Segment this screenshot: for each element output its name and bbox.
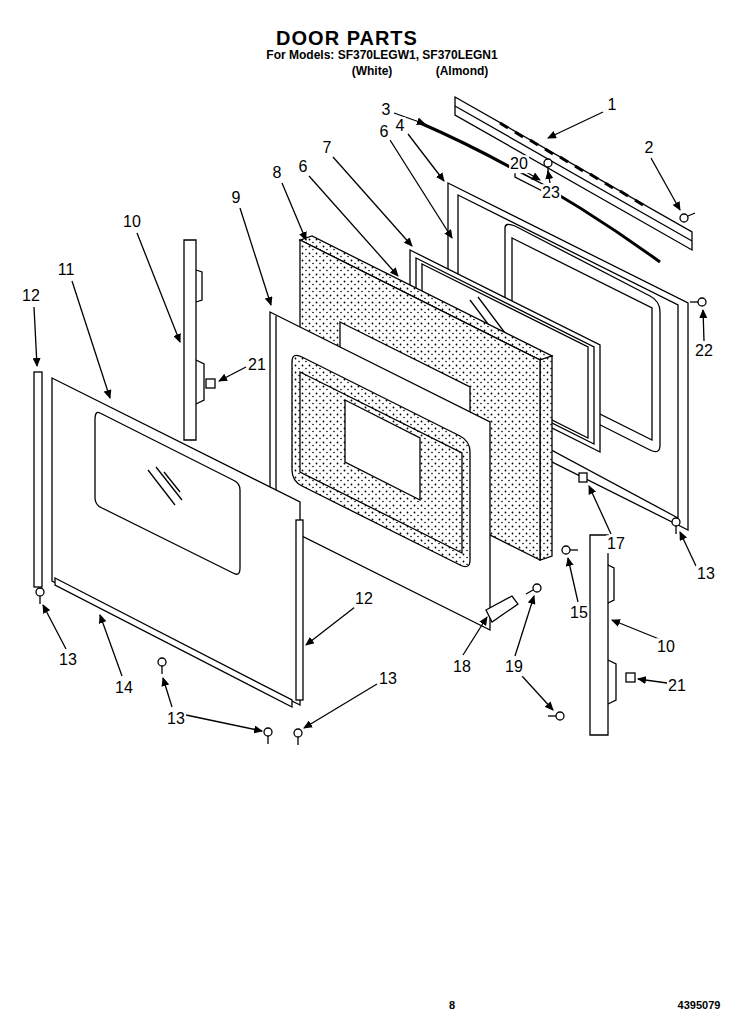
callout-number: 13 xyxy=(696,565,716,583)
diagram-title: DOOR PARTS xyxy=(275,27,419,49)
callout-number: 22 xyxy=(694,342,714,360)
callout-number: 9 xyxy=(231,189,242,207)
callout-number: 18 xyxy=(452,658,472,676)
callout-number: 17 xyxy=(606,535,626,553)
callout-number: 13 xyxy=(166,710,186,728)
callout-number: 23 xyxy=(541,184,561,202)
callout-number: 6 xyxy=(298,158,309,176)
callout-number: 20 xyxy=(509,155,529,173)
callout-number: 2 xyxy=(644,139,655,157)
color-note: (Almond) xyxy=(435,65,490,78)
callout-number: 14 xyxy=(114,679,134,697)
callout-number: 7 xyxy=(322,139,333,157)
callout-number: 19 xyxy=(504,658,524,676)
callout-number: 10 xyxy=(122,213,142,231)
callout-number: 15 xyxy=(569,604,589,622)
callout-number: 10 xyxy=(656,638,676,656)
page-number: 8 xyxy=(448,999,456,1011)
callout-number: 12 xyxy=(21,287,41,305)
document-number: 4395079 xyxy=(677,999,722,1011)
callout-number: 3 xyxy=(381,101,392,119)
callout-number: 4 xyxy=(395,117,406,135)
callout-number: 12 xyxy=(354,590,374,608)
callout-number: 6 xyxy=(379,123,390,141)
color-note: (White) xyxy=(351,65,394,78)
callout-number: 21 xyxy=(247,356,267,374)
callout-number: 13 xyxy=(58,651,78,669)
callout-number: 13 xyxy=(378,670,398,688)
callout-number: 11 xyxy=(57,261,76,279)
callout-number: 1 xyxy=(607,96,618,114)
callout-number: 8 xyxy=(272,164,283,182)
callout-number: 21 xyxy=(667,677,687,695)
model-line: For Models: SF370LEGW1, SF370LEGN1 xyxy=(265,49,498,62)
